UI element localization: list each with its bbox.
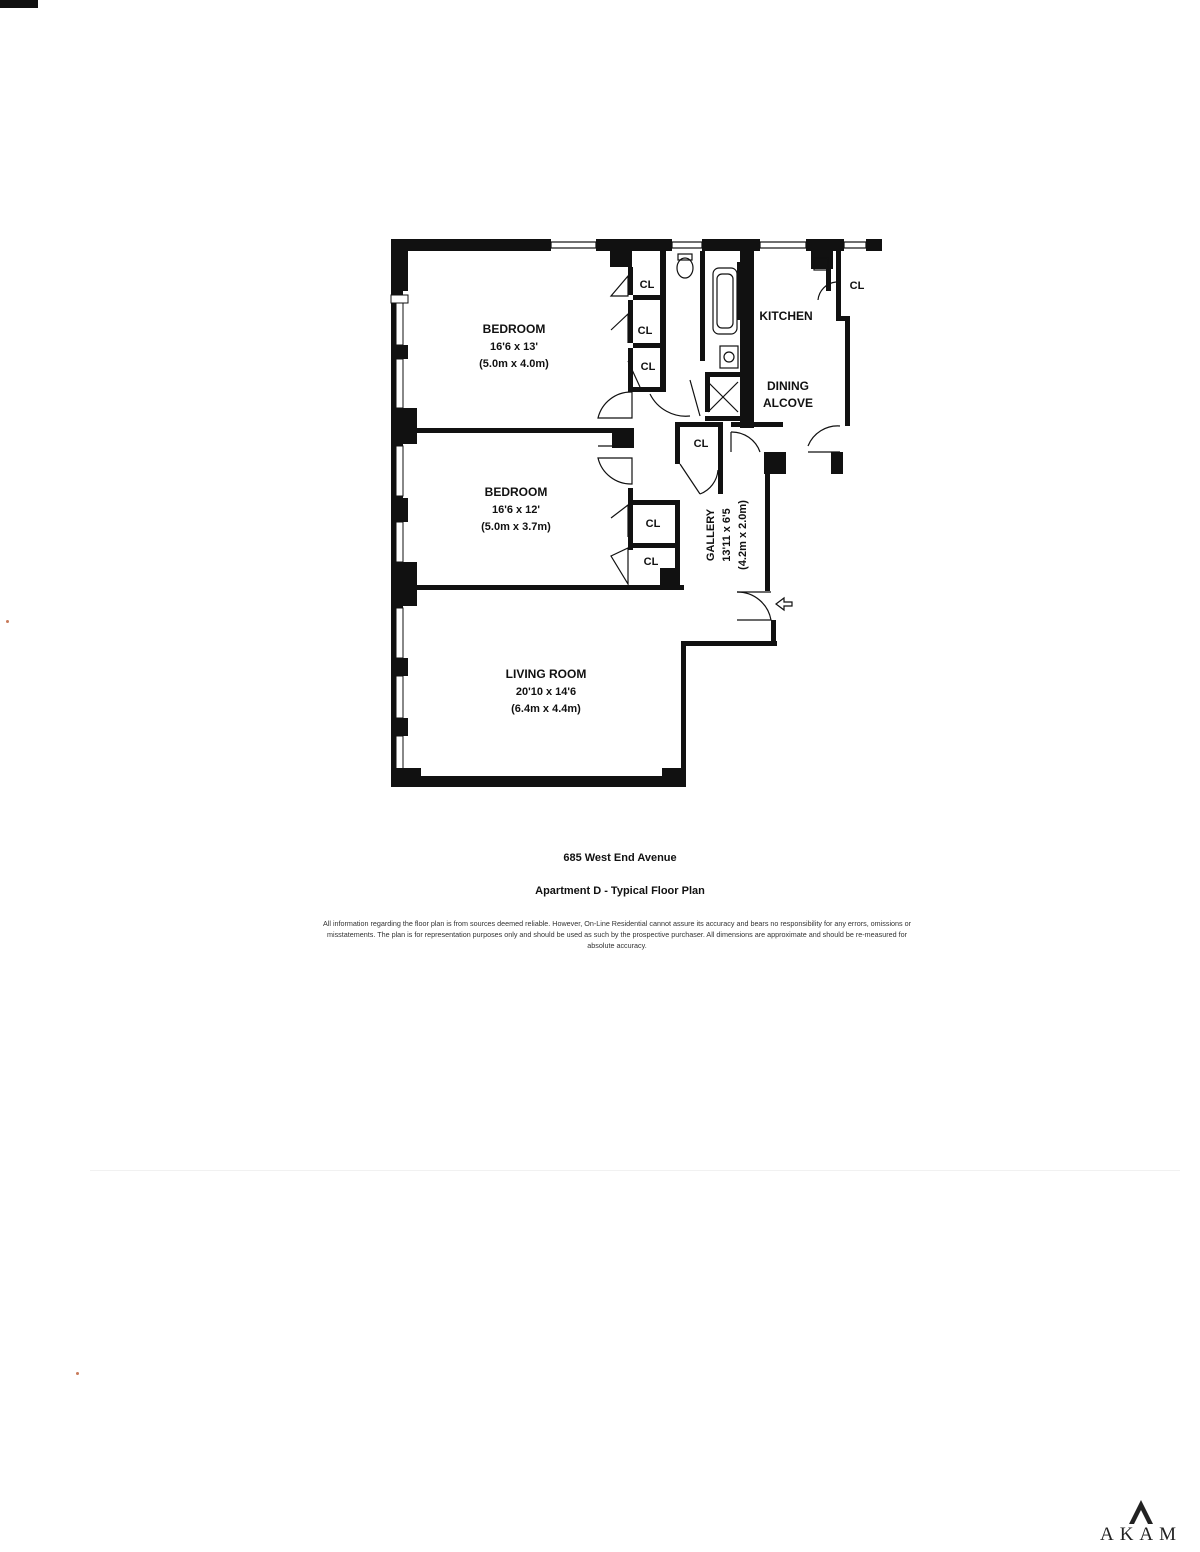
gallery-label-group: GALLERY: [705, 508, 717, 561]
room-name-bedroom-1: BEDROOM: [483, 322, 546, 336]
room-name-alcove: ALCOVE: [763, 396, 813, 410]
scan-speck: [6, 620, 9, 623]
room-name-living-room: LIVING ROOM: [506, 667, 587, 681]
disclaimer: All information regarding the floor plan…: [322, 919, 912, 951]
closet-label: CL: [694, 438, 709, 450]
room-name-gallery: GALLERY: [705, 508, 717, 561]
closet-label: CL: [638, 325, 653, 337]
room-dims-gallery: 13'11 x 6'5: [721, 508, 733, 562]
scan-speck: [76, 1372, 79, 1375]
scan-corner-mark: [0, 0, 38, 8]
room-name-kitchen: KITCHEN: [759, 309, 812, 323]
closet-label: CL: [644, 556, 659, 568]
doors: [597, 274, 841, 621]
closet-label: CL: [640, 279, 655, 291]
closet-label: CL: [646, 518, 661, 530]
room-dims-bedroom-2: 16'6 x 12': [492, 504, 540, 516]
akam-logo: AKAM: [1086, 1498, 1196, 1548]
fixtures: [676, 253, 829, 612]
room-name-bedroom-2: BEDROOM: [485, 485, 548, 499]
address: 685 West End Avenue: [563, 852, 677, 864]
room-name-dining: DINING: [767, 379, 809, 393]
closet-label: CL: [850, 280, 865, 292]
room-dims-bedroom-1: 16'6 x 13': [490, 341, 538, 353]
room-labels: BEDROOM 16'6 x 13' (5.0m x 4.0m) BEDROOM…: [479, 279, 864, 715]
closet-label: CL: [641, 361, 656, 373]
room-metric-gallery: (4.2m x 2.0m): [737, 500, 749, 570]
room-metric-living-room: (6.4m x 4.4m): [511, 703, 581, 715]
gallery-metric-group: (4.2m x 2.0m): [737, 500, 749, 570]
plan-title: Apartment D - Typical Floor Plan: [535, 885, 705, 897]
akam-logo-icon: [1129, 1500, 1153, 1524]
room-dims-living-room: 20'10 x 14'6: [516, 686, 576, 698]
room-metric-bedroom-2: (5.0m x 3.7m): [481, 521, 551, 533]
walls: [390, 239, 882, 787]
room-metric-bedroom-1: (5.0m x 4.0m): [479, 358, 549, 370]
akam-logo-text: AKAM: [1099, 1524, 1183, 1545]
gallery-dims-group: 13'11 x 6'5: [721, 508, 733, 562]
